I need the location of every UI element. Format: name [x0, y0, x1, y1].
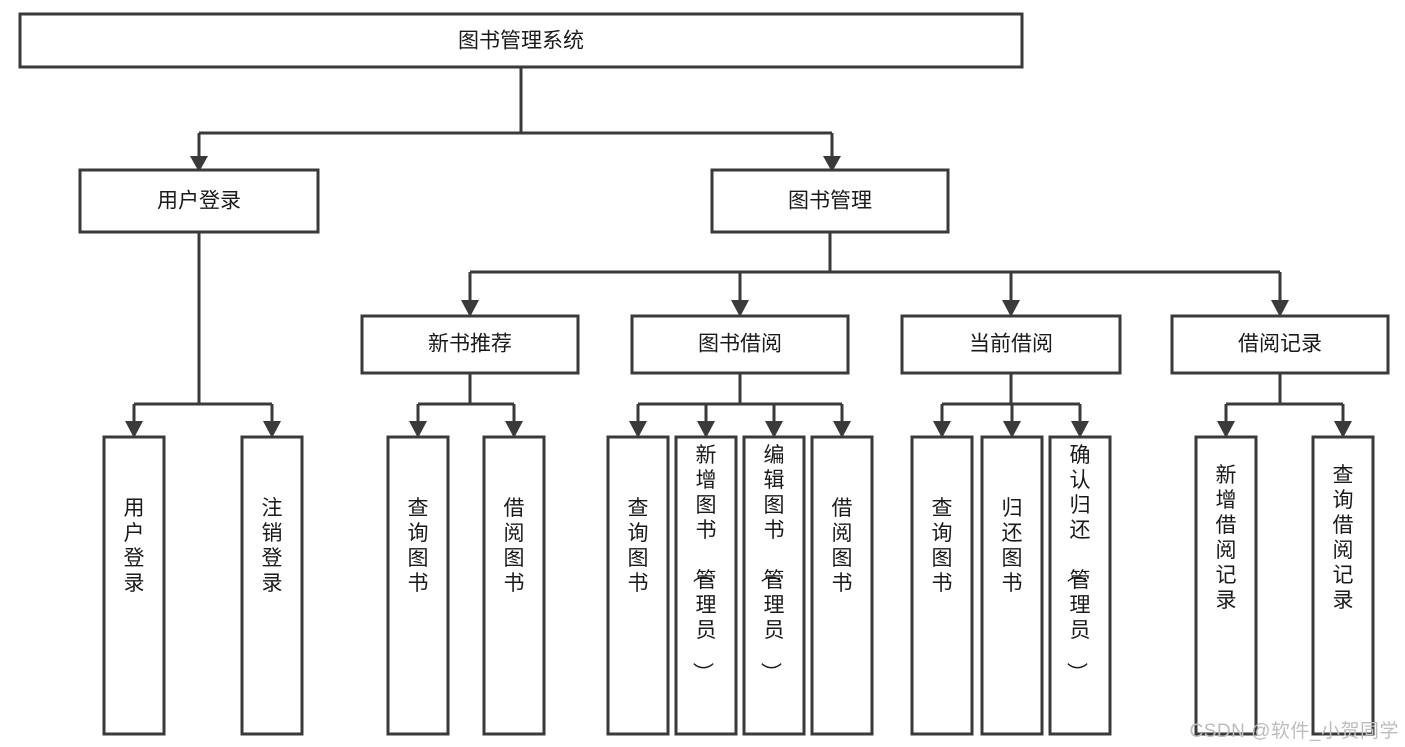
leaf-node[interactable]: 查询图书	[606, 435, 670, 736]
node-borrow-records-label: 借阅记录	[1238, 333, 1322, 356]
leaf-label: 借阅图书	[504, 497, 525, 595]
leaf-box[interactable]	[674, 435, 738, 736]
leaf-node[interactable]: 查询图书	[386, 435, 450, 736]
node-book-borrow[interactable]: 图书借阅	[630, 314, 850, 375]
leaf-label: 注销登录	[262, 497, 283, 595]
node-root[interactable]: 图书管理系统	[18, 12, 1024, 69]
node-new-book-recommend-box[interactable]	[360, 314, 580, 375]
leaf-box[interactable]	[482, 435, 546, 736]
leaf-box[interactable]	[102, 435, 166, 736]
leaf-label: 归还图书	[1002, 497, 1023, 595]
connector-borrowrecords-to-leaves	[1217, 373, 1352, 438]
leaf-box[interactable]	[606, 435, 670, 736]
node-user-login[interactable]: 用户登录	[78, 168, 320, 234]
node-book-management-box[interactable]	[710, 168, 950, 234]
leaf-node[interactable]: 确认归还（管理员）	[1048, 435, 1112, 736]
leaf-box[interactable]	[910, 435, 974, 736]
leaf-label: 确认归还（管理员）	[1065, 444, 1091, 683]
node-new-book-recommend-label: 新书推荐	[428, 333, 512, 356]
node-root-label: 图书管理系统	[458, 30, 584, 53]
leaf-label: 查询图书	[628, 497, 649, 595]
node-new-book-recommend[interactable]: 新书推荐	[360, 314, 580, 375]
leaf-box[interactable]	[1048, 435, 1112, 736]
leaf-box[interactable]	[980, 435, 1044, 736]
connector-root-to-level2	[190, 67, 841, 172]
leaf-label: 借阅图书	[832, 497, 853, 595]
connector-newbooks-to-leaves	[409, 373, 523, 438]
leaf-label: 新增图书（管理员）	[691, 444, 717, 683]
leaf-box[interactable]	[386, 435, 450, 736]
leaf-node[interactable]: 新增借阅记录	[1194, 435, 1258, 736]
leaf-node[interactable]: 查询借阅记录	[1311, 435, 1375, 736]
node-borrow-records-box[interactable]	[1170, 314, 1390, 375]
leaf-label: 编辑图书（管理员）	[759, 444, 785, 683]
leaf-box[interactable]	[742, 435, 806, 736]
leaf-label: 查询借阅记录	[1333, 464, 1354, 612]
leaf-box[interactable]	[810, 435, 874, 736]
node-root-box[interactable]	[18, 12, 1024, 69]
node-current-borrow-label: 当前借阅	[969, 333, 1053, 356]
leaf-node[interactable]: 借阅图书	[482, 435, 546, 736]
leaf-box[interactable]	[1194, 435, 1258, 736]
leaf-node[interactable]: 查询图书	[910, 435, 974, 736]
leaf-node[interactable]: 借阅图书	[810, 435, 874, 736]
node-borrow-records[interactable]: 借阅记录	[1170, 314, 1390, 375]
leaf-node[interactable]: 用户登录	[102, 435, 166, 736]
leaf-label: 查询图书	[932, 497, 953, 595]
csdn-watermark: CSDN @软件_小贺同学	[1189, 721, 1399, 742]
node-book-borrow-label: 图书借阅	[698, 333, 782, 356]
node-book-management[interactable]: 图书管理	[710, 168, 950, 234]
node-book-management-label: 图书管理	[788, 190, 872, 213]
leaf-node[interactable]: 新增图书（管理员）	[674, 435, 738, 736]
leaf-node[interactable]: 注销登录	[240, 435, 304, 736]
connector-userlogin-to-leaves	[125, 232, 281, 438]
leaf-label: 新增借阅记录	[1216, 464, 1237, 612]
node-user-login-box[interactable]	[78, 168, 320, 234]
leaf-label: 用户登录	[124, 497, 145, 595]
connector-bookborrow-to-leaves	[629, 373, 851, 438]
leaf-node[interactable]: 编辑图书（管理员）	[742, 435, 806, 736]
connector-currentborrow-to-leaves	[933, 373, 1089, 438]
node-user-login-label: 用户登录	[157, 190, 241, 213]
leaf-node[interactable]: 归还图书	[980, 435, 1044, 736]
connector-level2-booksmgmt-to-level3	[461, 232, 1289, 317]
node-current-borrow[interactable]: 当前借阅	[900, 314, 1122, 375]
leaf-box[interactable]	[240, 435, 304, 736]
leaf-label: 查询图书	[408, 497, 429, 595]
node-current-borrow-box[interactable]	[900, 314, 1122, 375]
node-book-borrow-box[interactable]	[630, 314, 850, 375]
leaf-box[interactable]	[1311, 435, 1375, 736]
